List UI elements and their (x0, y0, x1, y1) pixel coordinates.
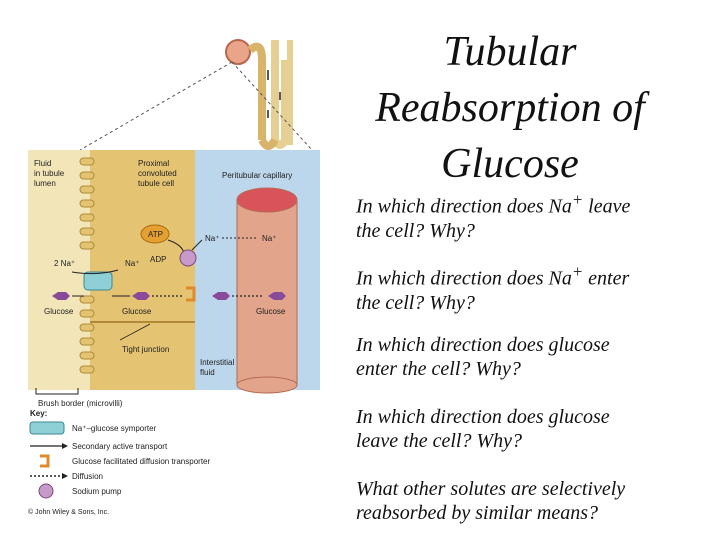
cell-label-1: Proximal (138, 159, 169, 168)
brush-border-microvilli (79, 157, 95, 374)
sodium-pump-icon (179, 249, 197, 267)
facilitated-transporter-icon (186, 286, 196, 302)
glucose-molecules (52, 292, 286, 300)
adp-label: ADP (150, 255, 166, 264)
key-title: Key: (30, 409, 47, 418)
question-1: In which direction does Na+ leave the ce… (356, 190, 631, 242)
na-out-label: Na⁺ (205, 234, 219, 243)
na-lumen-label: 2 Na⁺ (54, 259, 75, 268)
key-label-secondary: Secondary active transport (72, 442, 168, 451)
key-label-diffusion: Diffusion (72, 472, 103, 481)
slide-title: Tubular Reabsorption of Glucose (350, 24, 670, 192)
glucose-lumen-label: Glucose (44, 307, 74, 316)
question-4: In which direction does glucose leave th… (356, 406, 610, 452)
interstitial-label-2: fluid (200, 368, 215, 377)
title-line-3: Glucose (441, 141, 579, 187)
lumen-label-3: lumen (34, 179, 56, 188)
na-cap-label: Na⁺ (262, 234, 276, 243)
atp-label: ATP (148, 230, 163, 239)
tight-junction-label: Tight junction (122, 345, 169, 354)
symporter-icon (83, 271, 113, 291)
capillary-label: Peritubular capillary (222, 171, 292, 180)
title-line-2: Reabsorption of (375, 85, 645, 131)
glucose-cell-label: Glucose (122, 307, 152, 316)
na-in-label: Na⁺ (125, 259, 139, 268)
lumen-label-2: in tubule (34, 169, 65, 178)
key-label-facilitated: Glucose facilitated diffusion transporte… (72, 457, 210, 466)
brush-border-label: Brush border (microvilli) (38, 399, 123, 408)
atp-pump: ATP ADP (140, 224, 197, 267)
nephron-sketch (79, 39, 313, 151)
title-line-1: Tubular (443, 29, 577, 75)
figure-key: Key: Na⁺–glucose symporter Secondary act… (28, 409, 210, 516)
glucose-cap-label: Glucose (256, 307, 286, 316)
figure-credit: © John Wiley & Sons, Inc. (28, 508, 109, 516)
cell-label-2: convoluted (138, 169, 177, 178)
interstitial-label-1: Interstitial (200, 358, 234, 367)
key-label-symporter: Na⁺–glucose symporter (72, 424, 157, 433)
glucose-reabsorption-figure: ATP ADP Na⁺ Na⁺ Na⁺ 2 Na⁺ Glucose Glucos… (28, 39, 320, 516)
cell-label-3: tubule cell (138, 179, 174, 188)
lumen-label-1: Fluid (34, 159, 51, 168)
key-label-pump: Sodium pump (72, 487, 122, 496)
question-3: In which direction does glucose enter th… (356, 334, 610, 380)
tubule-cell (90, 150, 195, 390)
question-2: In which direction does Na+ enter the ce… (356, 262, 630, 314)
question-5: What other solutes are selectively reabs… (356, 478, 626, 524)
peritubular-capillary (236, 187, 298, 394)
